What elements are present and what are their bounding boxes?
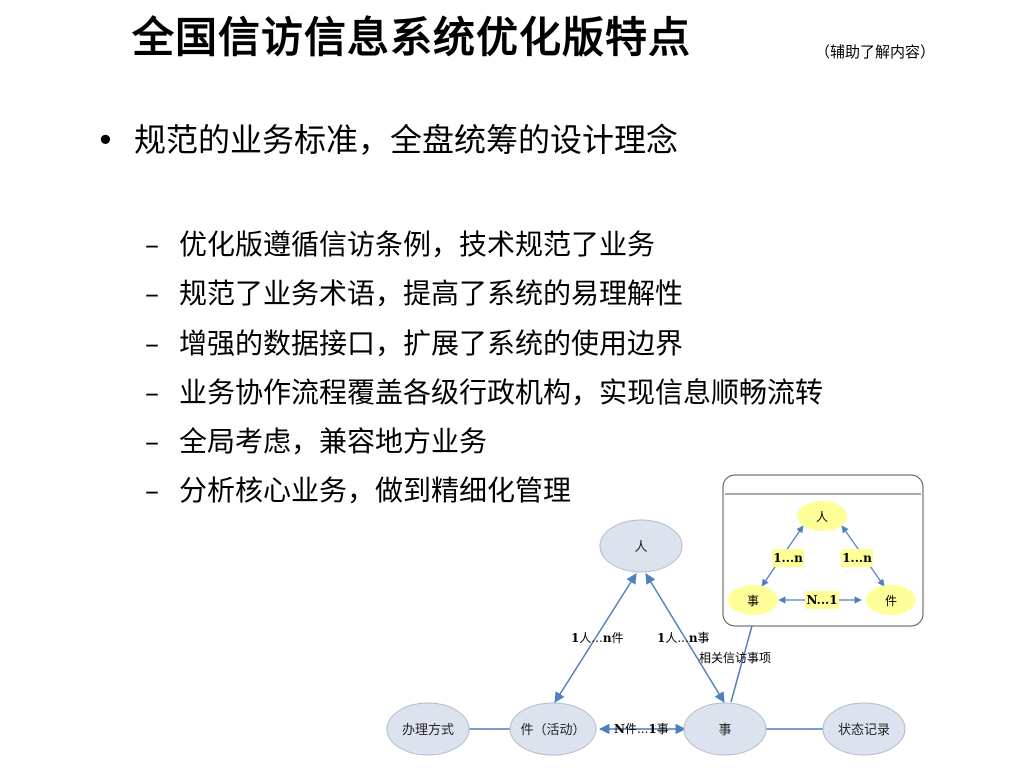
sub-bullet-item: –规范了业务术语，提高了系统的易理解性 (145, 269, 823, 318)
sub-bullet-item: –优化版遵循信访条例，技术规范了业务 (145, 220, 823, 269)
edge-label-related: 相关信访事项 (699, 651, 771, 665)
edge-person-case (554, 573, 637, 703)
sub-bullet-item: –增强的数据接口，扩展了系统的使用边界 (145, 319, 823, 368)
sub-bullet-text: 增强的数据接口，扩展了系统的使用边界 (179, 326, 684, 360)
edge-label-num: N (614, 722, 625, 736)
edge-label-case-matter: N件...1事 (614, 722, 669, 736)
edge-label-part: 人... (665, 631, 688, 645)
title-note: （辅助了解内容） (815, 43, 936, 61)
inset-node-matter: 事 (728, 585, 778, 615)
inset-label-left: 1...n (772, 549, 804, 567)
edge-label-num: n (689, 631, 698, 645)
edge-label-part: 事 (657, 722, 669, 736)
sub-bullet-text: 分析核心业务，做到精细化管理 (179, 474, 572, 508)
node-person-label: 人 (634, 540, 647, 555)
dash-icon: – (145, 375, 159, 409)
main-bullet-text: 规范的业务标准，全盘统筹的设计理念 (134, 121, 679, 159)
bullet-icon: • (96, 121, 115, 159)
sub-bullet-item: –分析核心业务，做到精细化管理 (145, 466, 823, 515)
node-matter-label: 事 (718, 723, 731, 738)
node-matter: 事 (683, 702, 767, 756)
edge-label-part: 件 (612, 631, 624, 645)
edge-label-part: 事 (698, 631, 710, 645)
dash-icon: – (145, 326, 159, 360)
node-handling-method: 办理方式 (386, 702, 470, 756)
edge-label-person-case: 1人...n件 (571, 631, 624, 645)
sub-bullet-item: –全局考虑，兼容地方业务 (145, 417, 823, 466)
inset-node-case-label: 件 (885, 594, 897, 608)
node-status-record: 状态记录 (822, 702, 906, 756)
inset-node-case: 件 (866, 585, 916, 615)
page-title: 全国信访信息系统优化版特点 (132, 13, 692, 62)
inset-label-right: 1...n (841, 549, 873, 567)
dash-icon: – (145, 277, 159, 311)
inset-diagram: 人 事 件 1...n 1...n N...1 (722, 474, 924, 627)
node-person: 人 (599, 519, 683, 573)
edge-label-part: 人... (579, 631, 602, 645)
node-status-record-label: 状态记录 (838, 723, 890, 738)
inset-label-left-text: 1...n (773, 551, 803, 565)
edge-label-num: 1 (571, 631, 579, 645)
dash-icon: – (145, 228, 159, 261)
inset-node-person-label: 人 (816, 510, 828, 524)
node-handling-method-label: 办理方式 (402, 722, 454, 738)
edge-label-person-matter: 1人...n事 (657, 631, 710, 645)
node-case-activity: 件（活动） (509, 702, 597, 756)
sub-bullet-text: 优化版遵循信访条例，技术规范了业务 (179, 228, 656, 261)
sub-bullet-text: 规范了业务术语，提高了系统的易理解性 (179, 277, 684, 311)
edge-label-num: n (603, 631, 612, 645)
inset-label-bottom-text: N...1 (806, 593, 837, 607)
inset-panel (722, 474, 924, 627)
inset-label-right-text: 1...n (842, 551, 872, 565)
main-bullet: • 规范的业务标准，全盘统筹的设计理念 (96, 117, 678, 163)
sub-bullet-text: 全局考虑，兼容地方业务 (179, 425, 488, 459)
inset-node-person: 人 (797, 501, 847, 531)
sub-bullet-item: –业务协作流程覆盖各级行政机构，实现信息顺畅流转 (145, 368, 823, 417)
edge-person-matter (645, 573, 725, 703)
sub-bullet-list: –优化版遵循信访条例，技术规范了业务 –规范了业务术语，提高了系统的易理解性 –… (145, 220, 823, 516)
sub-bullet-text: 业务协作流程覆盖各级行政机构，实现信息顺畅流转 (179, 375, 824, 409)
dash-icon: – (145, 425, 159, 459)
edge-label-num: 1 (648, 722, 656, 736)
inset-node-matter-label: 事 (747, 594, 759, 608)
node-case-activity-label: 件（活动） (520, 723, 585, 738)
dash-icon: – (145, 474, 159, 508)
edge-label-part: 件... (625, 722, 648, 736)
inset-label-bottom: N...1 (805, 591, 839, 609)
edge-label-num: 1 (657, 631, 665, 645)
